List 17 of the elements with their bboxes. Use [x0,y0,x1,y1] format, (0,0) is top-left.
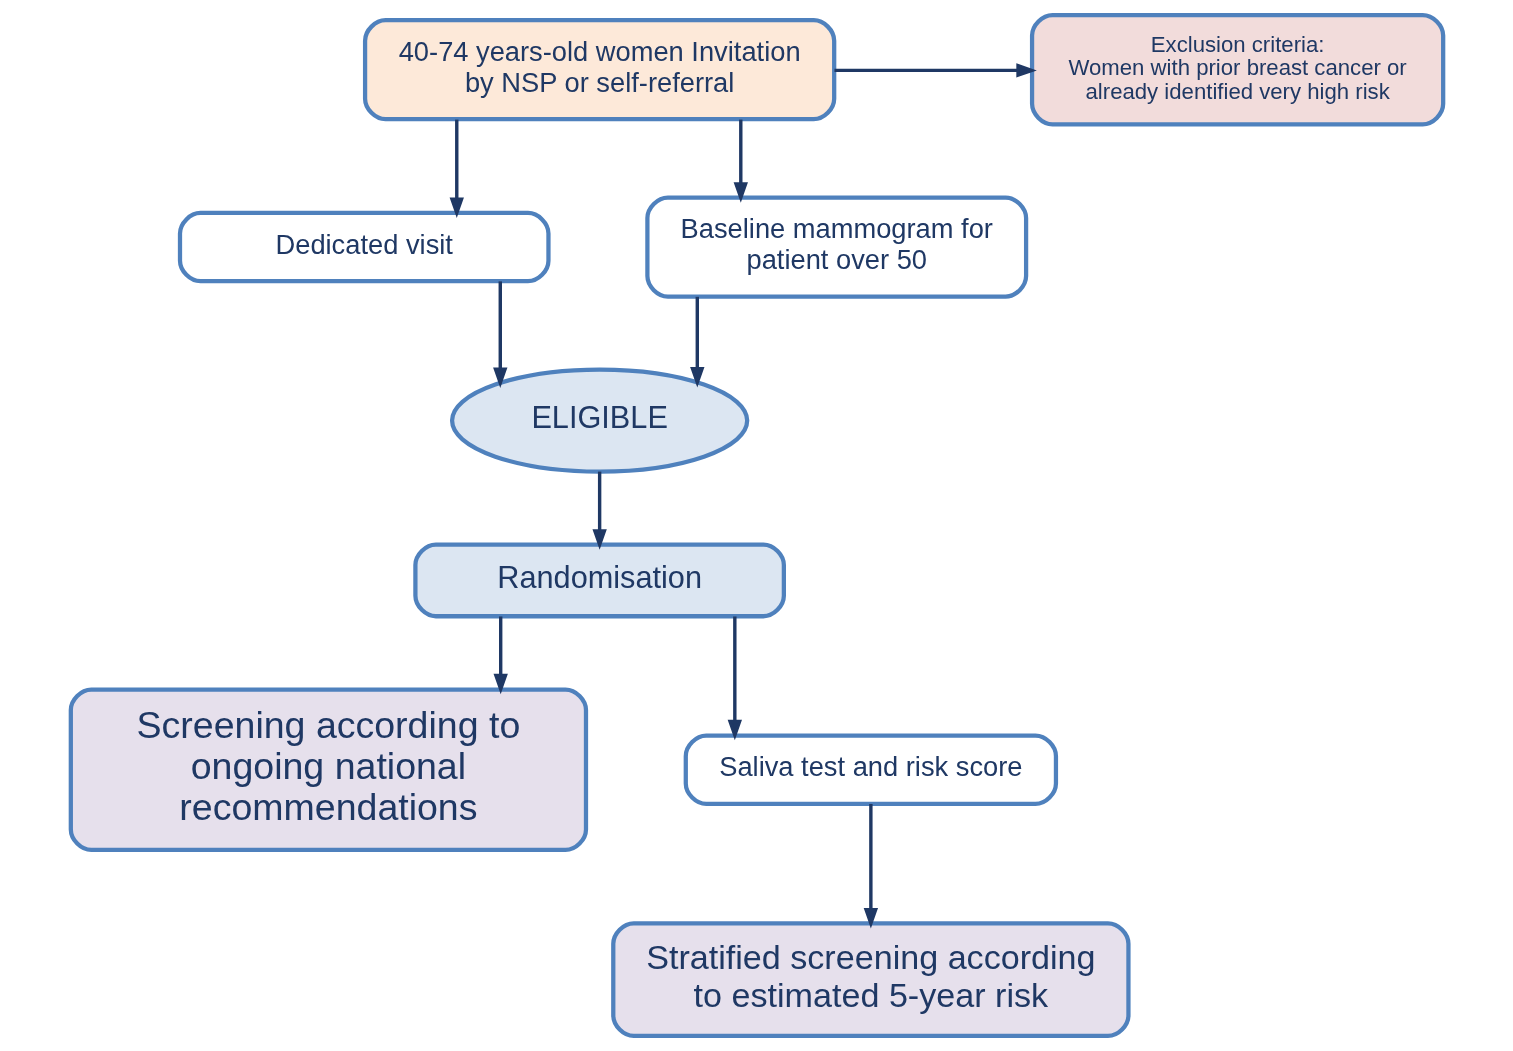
arrow [733,119,748,203]
arrow [449,119,464,218]
node-box: Screening according to ongoing national recommendations [68,687,588,853]
arrow [492,281,507,388]
node-box: Exclusion criteria: Women with prior breast cancer or already identified very high risk [1029,13,1445,127]
arrow [689,296,704,388]
arrow [834,63,1037,78]
node-box: 40-74 years-old women Invitation by NSP or self-referral [362,18,836,122]
arrow [591,471,607,550]
node-box: Dedicated visit [177,210,551,284]
node-box: Randomisation [412,542,786,619]
node-box: Saliva test and risk score [683,733,1058,806]
arrow [863,803,878,929]
node-box: Stratified screening according to estimated 5-year risk [610,921,1131,1039]
arrow [493,616,508,695]
node-box: Baseline mammogram for patient over 50 [644,195,1028,299]
arrow [727,616,742,741]
